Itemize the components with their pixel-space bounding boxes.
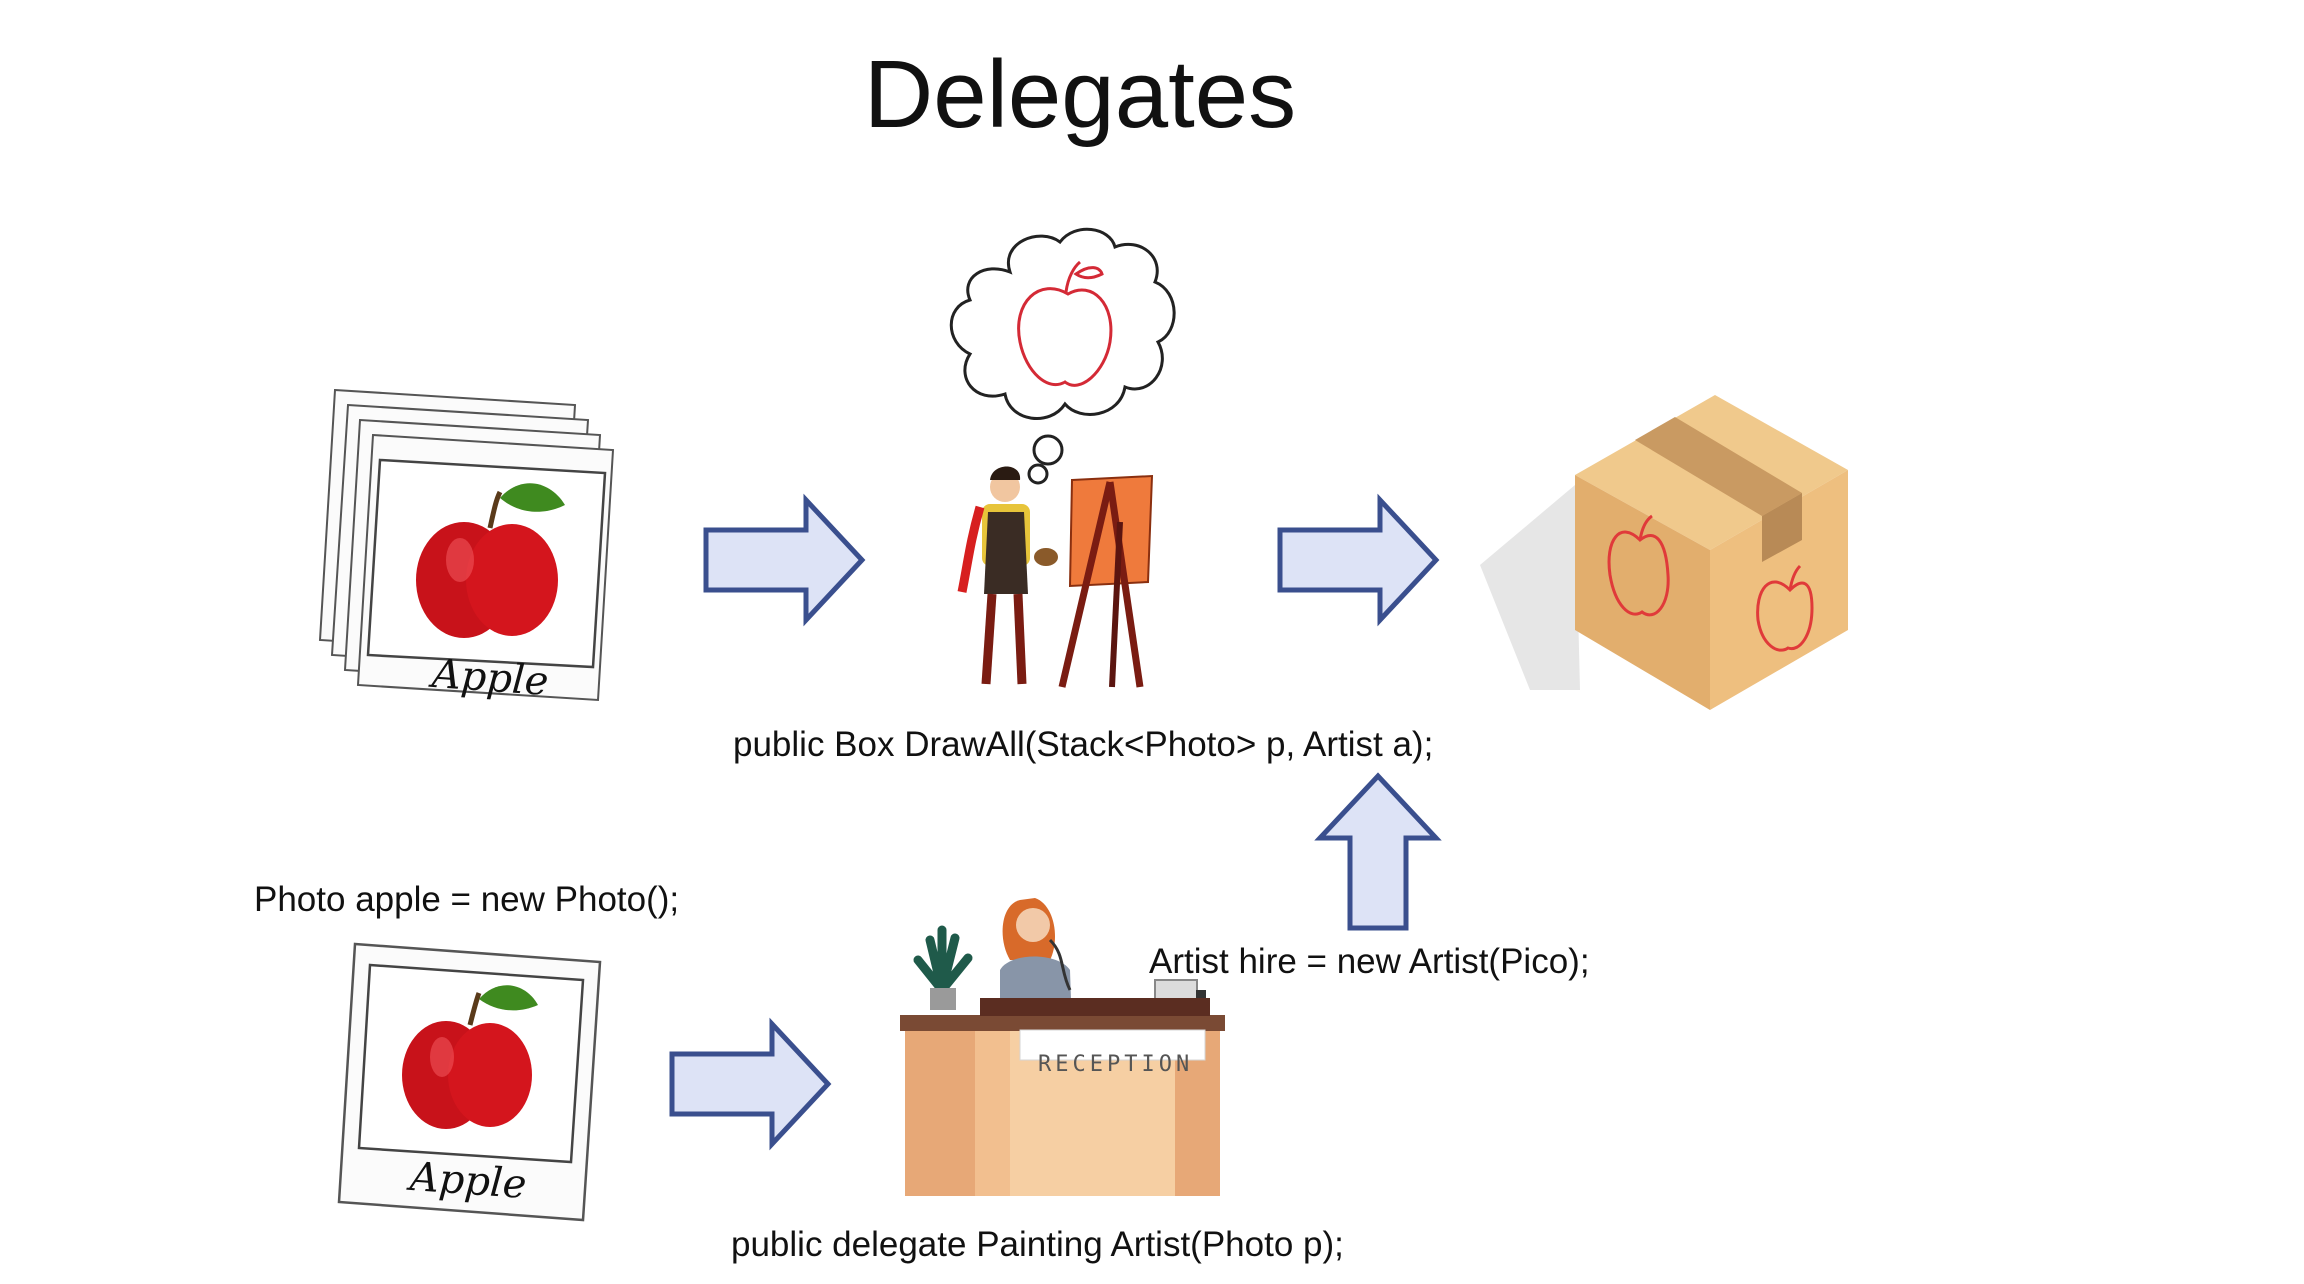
apple-icon <box>402 985 538 1129</box>
delegate-declaration: public delegate Painting Artist(Photo p)… <box>731 1225 1344 1264</box>
apple-outline-icon <box>1607 514 1814 652</box>
photo-stack <box>318 388 615 702</box>
apple-outline-icon <box>1017 260 1113 387</box>
photo-declaration: Photo apple = new Photo(); <box>254 880 680 919</box>
reception-desk <box>900 898 1225 1196</box>
artist-painter <box>949 227 1176 688</box>
photo-stack-caption: Apple <box>430 650 551 706</box>
arrow-right-icon <box>669 1017 832 1151</box>
single-photo-caption: Apple <box>408 1153 529 1209</box>
apple-icon <box>416 483 565 638</box>
slide-title: Delegates <box>863 41 1297 148</box>
plant-icon <box>913 925 973 1010</box>
single-photo <box>337 942 602 1222</box>
arrow-right-icon <box>1277 493 1440 627</box>
arrow-right-icon <box>703 493 866 627</box>
artist-hire: Artist hire = new Artist(Pico); <box>1149 942 1590 981</box>
painter-figure <box>957 466 1058 685</box>
arrow-up-icon <box>1314 772 1442 931</box>
reception-sign: RECEPTION <box>1038 1052 1194 1077</box>
cardboard-box <box>1480 395 1848 710</box>
drawall-signature: public Box DrawAll(Stack<Photo> p, Artis… <box>733 725 1434 764</box>
easel <box>1058 474 1154 688</box>
